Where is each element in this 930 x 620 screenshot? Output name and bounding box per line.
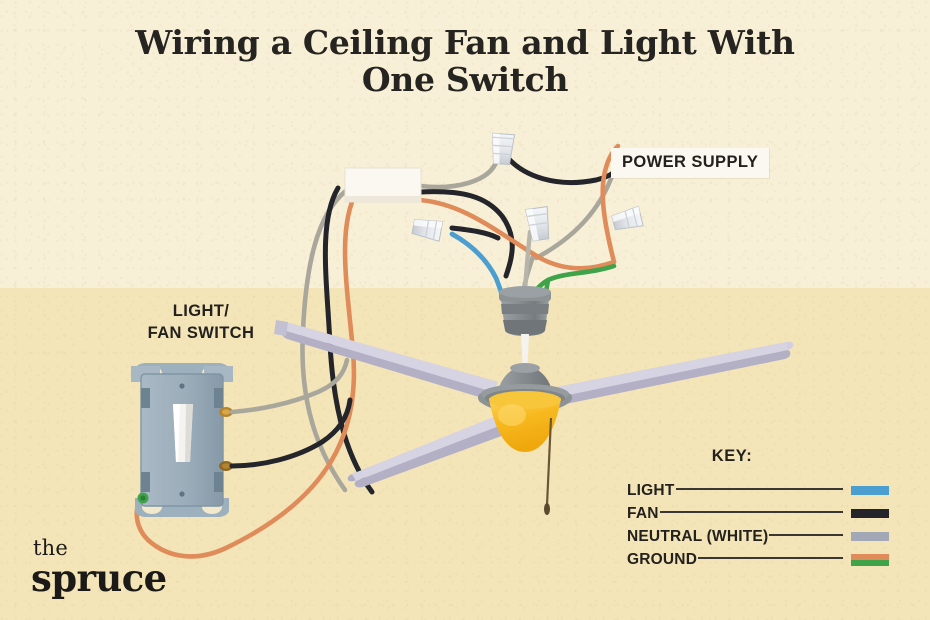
light-blue-wires [449, 231, 506, 303]
wire-nut-left [411, 219, 444, 242]
fan-pull-chain [544, 417, 553, 515]
black-wire-nut-stub [449, 225, 501, 241]
ceiling-canopy-mount [499, 286, 551, 336]
key-swatch-part [851, 559, 889, 566]
orange-wire-across [417, 197, 617, 271]
switch-ground-screw [137, 492, 149, 504]
neutral-lead-center [522, 229, 533, 295]
key-row-color-swatch [851, 509, 889, 518]
logo-line-spruce: spruce [31, 556, 167, 600]
fan-blade-right [552, 341, 794, 406]
key-title: KEY: [711, 447, 753, 465]
key-row-leader-line [675, 488, 843, 490]
fan-blade-lower-left [347, 412, 518, 488]
switch-label-line-2: FAN SWITCH [147, 324, 255, 342]
switch-label-line-1: LIGHT/ [172, 302, 230, 320]
neutral-wire-terminal [229, 357, 350, 415]
key-row-color-swatch [851, 553, 889, 566]
power-supply-label: POWER SUPPLY [611, 148, 770, 178]
key-row-label: LIGHT [627, 481, 675, 499]
key-row: GROUND [627, 548, 889, 571]
black-wire-terminal [229, 397, 353, 469]
black-wire-cablebox-to-canopy [417, 189, 515, 279]
cable-sheath-box [344, 167, 422, 203]
page-title-line-2: One Switch [361, 60, 569, 99]
switch-terminal-screws [219, 407, 233, 471]
neutral-wire-from-supply [533, 173, 615, 261]
switch-terminal-wires [229, 357, 353, 469]
wire-nut-right [611, 205, 644, 231]
neutral-canopy-leads [522, 229, 533, 295]
page-title-line-1: Wiring a Ceiling Fan and Light With [135, 23, 795, 62]
wire-nut-center [524, 206, 550, 242]
fan-downrod [521, 334, 529, 372]
key-swatch-part [851, 553, 889, 560]
key-row: NEUTRAL (WHITE) [627, 525, 889, 548]
orange-wire-run-to-ground-screw [134, 188, 360, 559]
wall-switch[interactable] [131, 363, 233, 517]
the-spruce-logo: the spruce [31, 538, 167, 597]
fan-blade-upper-left [279, 321, 498, 400]
key-row-leader-line [698, 557, 843, 559]
page-title: Wiring a Ceiling Fan and Light With One … [0, 24, 930, 98]
key-row: FAN [627, 502, 889, 525]
key-row-leader-line [659, 511, 843, 513]
key-row-color-swatch [851, 486, 889, 495]
fan-blades [274, 320, 794, 488]
switch-toggle-lever[interactable] [173, 404, 193, 462]
key-legend: KEY: LIGHT FAN NEUTRAL (WHITE) GROUND [627, 447, 889, 571]
fan-blade-far-left [274, 320, 288, 336]
logo-line-the: the [33, 536, 68, 560]
key-row: LIGHT [627, 479, 889, 502]
key-row-label: NEUTRAL (WHITE) [627, 527, 769, 545]
wire-nut-top [492, 132, 516, 166]
blue-wire-to-canopy [449, 231, 506, 303]
key-row-color-swatch [851, 532, 889, 541]
key-row-leader-line [769, 534, 843, 536]
light-fan-switch-label: LIGHT/ FAN SWITCH [121, 300, 281, 344]
neutral-wire-to-cable [417, 157, 500, 190]
key-row-label: GROUND [627, 550, 698, 568]
key-rows: LIGHT FAN NEUTRAL (WHITE) GROUND [627, 479, 889, 571]
key-row-label: FAN [627, 504, 659, 522]
fan-light-globe [489, 391, 561, 452]
